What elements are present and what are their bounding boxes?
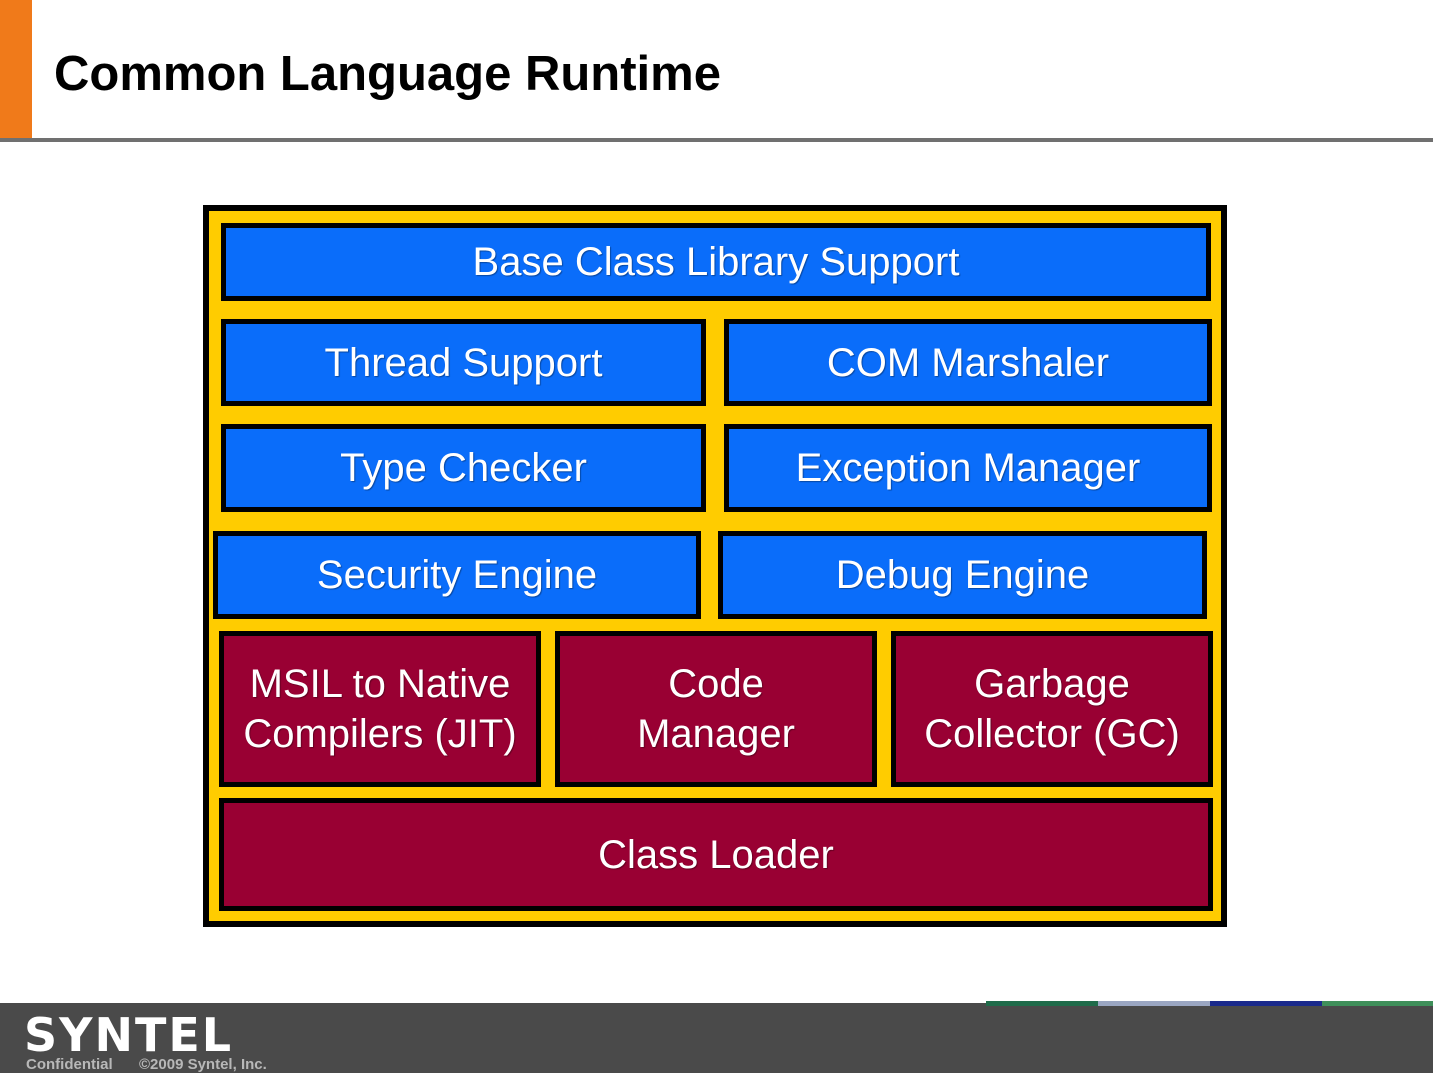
block-exception-manager: Exception Manager: [724, 424, 1212, 512]
block-thread-support: Thread Support: [221, 319, 706, 406]
header-divider: [0, 138, 1433, 142]
block-code-manager: Code Manager: [555, 631, 877, 787]
footer-stripe-light-blue: [1098, 1001, 1210, 1006]
footer-stripe-green-2: [1322, 1001, 1433, 1006]
block-label: Code Manager: [637, 662, 795, 756]
block-label: Type Checker: [340, 446, 587, 490]
block-label: Debug Engine: [835, 553, 1090, 597]
block-label: MSIL to Native Compilers (JIT): [243, 662, 517, 756]
block-label: Base Class Library Support: [472, 240, 960, 284]
block-security-engine: Security Engine: [213, 531, 701, 619]
accent-bar: [0, 0, 32, 138]
block-base-class-library-support: Base Class Library Support: [221, 223, 1211, 301]
confidential-label: Confidential: [26, 1056, 113, 1073]
block-class-loader: Class Loader: [219, 798, 1213, 911]
slide-title: Common Language Runtime: [54, 47, 721, 101]
block-label: COM Marshaler: [826, 340, 1110, 385]
block-com-marshaler: COM Marshaler: [724, 319, 1212, 406]
syntel-logo: SYNTEL: [24, 1008, 234, 1062]
copyright-label: ©2009 Syntel, Inc.: [139, 1056, 267, 1073]
block-label: Garbage Collector (GC): [924, 662, 1180, 756]
block-label: Exception Manager: [795, 446, 1141, 490]
clr-diagram: Base Class Library Support Thread Suppor…: [203, 205, 1227, 927]
footer-stripe-blue: [1210, 1001, 1322, 1006]
block-label: Class Loader: [598, 832, 834, 877]
clr-diagram-frame: Base Class Library Support Thread Suppor…: [209, 211, 1221, 921]
block-garbage-collector: Garbage Collector (GC): [891, 631, 1213, 787]
block-type-checker: Type Checker: [221, 424, 706, 512]
footer-stripe-green: [986, 1001, 1098, 1006]
block-debug-engine: Debug Engine: [718, 531, 1207, 619]
block-label: Thread Support: [324, 340, 603, 385]
block-label: Security Engine: [316, 553, 598, 597]
block-msil-to-native-compilers: MSIL to Native Compilers (JIT): [219, 631, 541, 787]
footer-bar: [0, 1003, 1433, 1073]
